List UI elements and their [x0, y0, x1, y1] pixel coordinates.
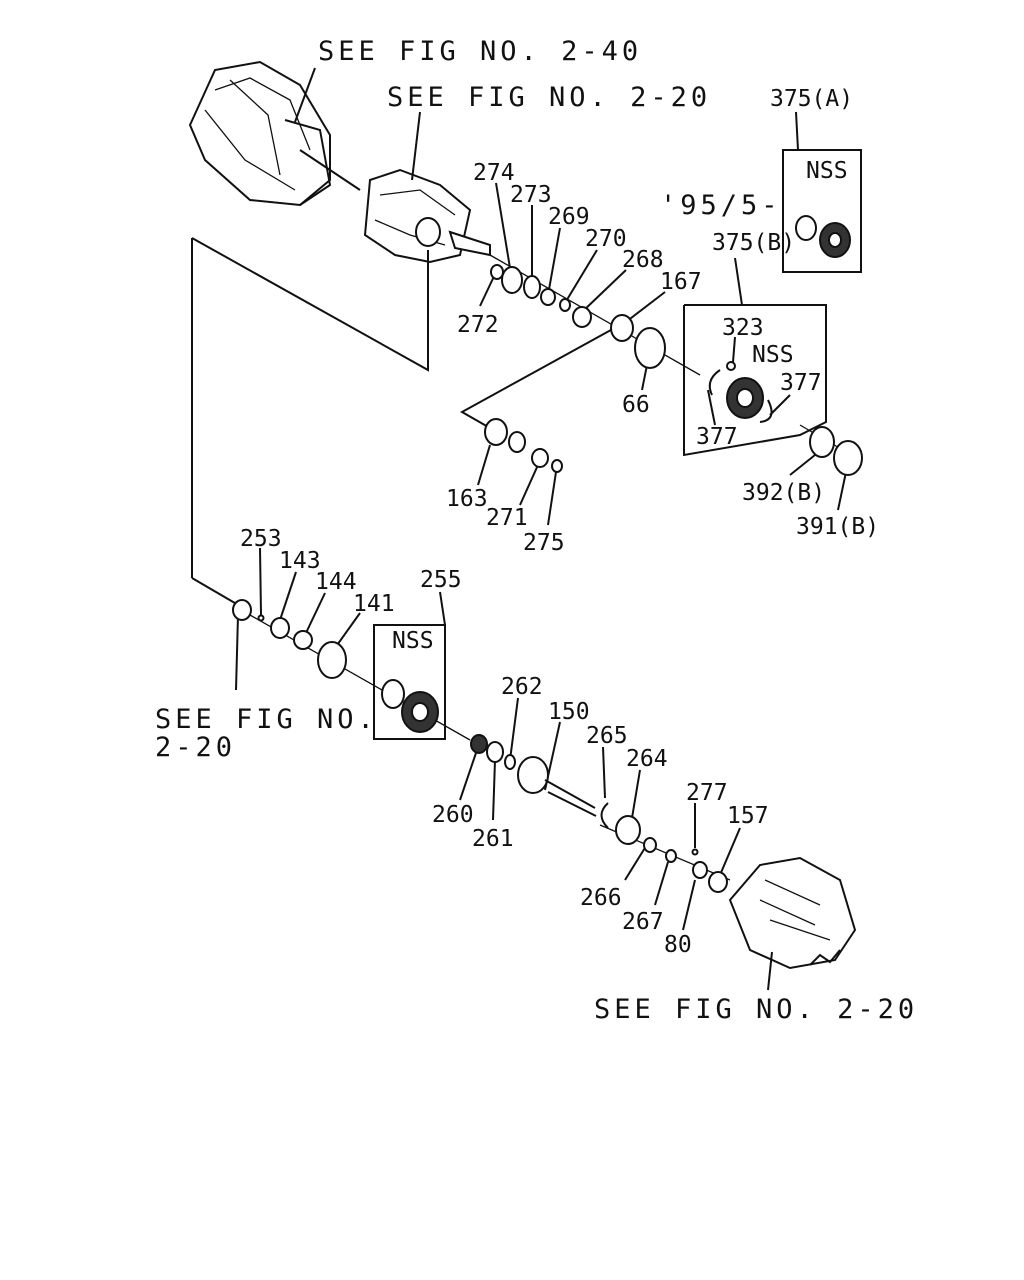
callout-271: 271 — [486, 505, 528, 531]
callout-260: 260 — [432, 802, 474, 828]
callout-144: 144 — [315, 569, 357, 595]
nss-label-375a: NSS — [806, 158, 848, 184]
parts — [232, 215, 863, 893]
callout-375b: 375(B) — [712, 230, 795, 256]
callout-392b: 392(B) — [742, 480, 825, 506]
callout-377b: 377 — [696, 424, 738, 450]
callout-377a: 377 — [780, 370, 822, 396]
callout-157: 157 — [727, 803, 769, 829]
callout-323: 323 — [722, 315, 764, 341]
callout-167: 167 — [660, 269, 702, 295]
callout-262: 262 — [501, 674, 543, 700]
callout-277: 277 — [686, 780, 728, 806]
callout-150: 150 — [548, 699, 590, 725]
extension-housing-drawing — [363, 168, 491, 264]
date-note: '95/5- — [660, 190, 782, 221]
figure-references: SEE FIG NO. 2-40 SEE FIG NO. 2-20 SEE FI… — [155, 36, 918, 1025]
callout-80: 80 — [664, 932, 692, 958]
callout-255: 255 — [420, 567, 462, 593]
group-boxes — [373, 149, 862, 740]
callout-66: 66 — [622, 392, 650, 418]
callout-391b: 391(B) — [796, 514, 879, 540]
nss-notes: NSS NSS NSS — [392, 158, 848, 654]
callout-273: 273 — [510, 182, 552, 208]
callout-143: 143 — [279, 548, 321, 574]
ref-fig-2-20-left-line2: 2-20 — [155, 732, 236, 763]
callout-141: 141 — [353, 591, 395, 617]
nss-label-255: NSS — [392, 628, 434, 654]
callout-163: 163 — [446, 486, 488, 512]
callout-275: 275 — [523, 530, 565, 556]
ref-fig-2-20-top: SEE FIG NO. 2-20 — [387, 82, 711, 113]
transmission-case-drawing — [188, 60, 332, 207]
callout-261: 261 — [472, 826, 514, 852]
ref-fig-2-40-top: SEE FIG NO. 2-40 — [318, 36, 642, 67]
ref-fig-2-20-bottom: SEE FIG NO. 2-20 — [594, 994, 918, 1025]
part-callouts: 274 273 269 270 268 167 272 66 323 377 3… — [240, 160, 879, 958]
callout-274: 274 — [473, 160, 515, 186]
nss-label-375b: NSS — [752, 342, 794, 368]
callout-264: 264 — [626, 746, 668, 772]
callout-270: 270 — [585, 226, 627, 252]
group-callouts: 375(A) 375(B) 255 — [420, 86, 853, 593]
callout-253: 253 — [240, 526, 282, 552]
callout-267: 267 — [622, 909, 664, 935]
callout-272: 272 — [457, 312, 499, 338]
callout-268: 268 — [622, 247, 664, 273]
callout-269: 269 — [548, 204, 590, 230]
output-housing-drawing — [728, 856, 857, 970]
callout-375a: 375(A) — [770, 86, 853, 112]
callout-266: 266 — [580, 885, 622, 911]
callout-265: 265 — [586, 723, 628, 749]
ref-fig-2-20-left-line1: SEE FIG NO. — [155, 704, 378, 735]
